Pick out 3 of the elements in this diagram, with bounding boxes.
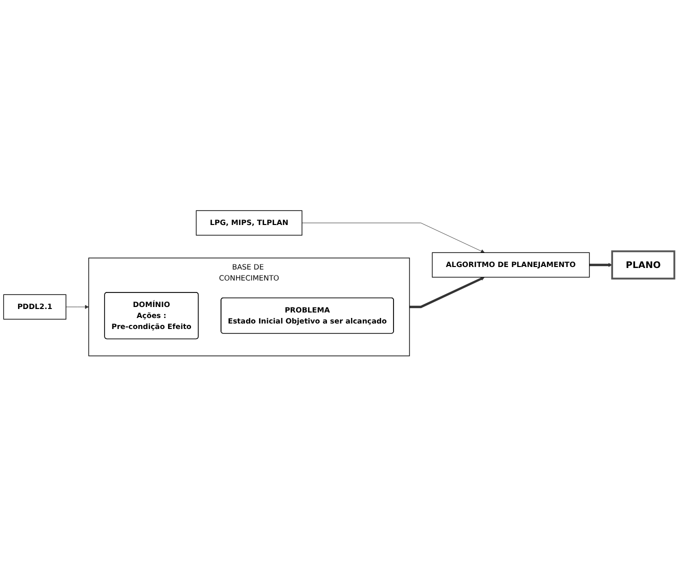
arrow bbox=[410, 277, 485, 308]
node-box: PLANO bbox=[611, 250, 676, 280]
arrow bbox=[589, 263, 612, 268]
